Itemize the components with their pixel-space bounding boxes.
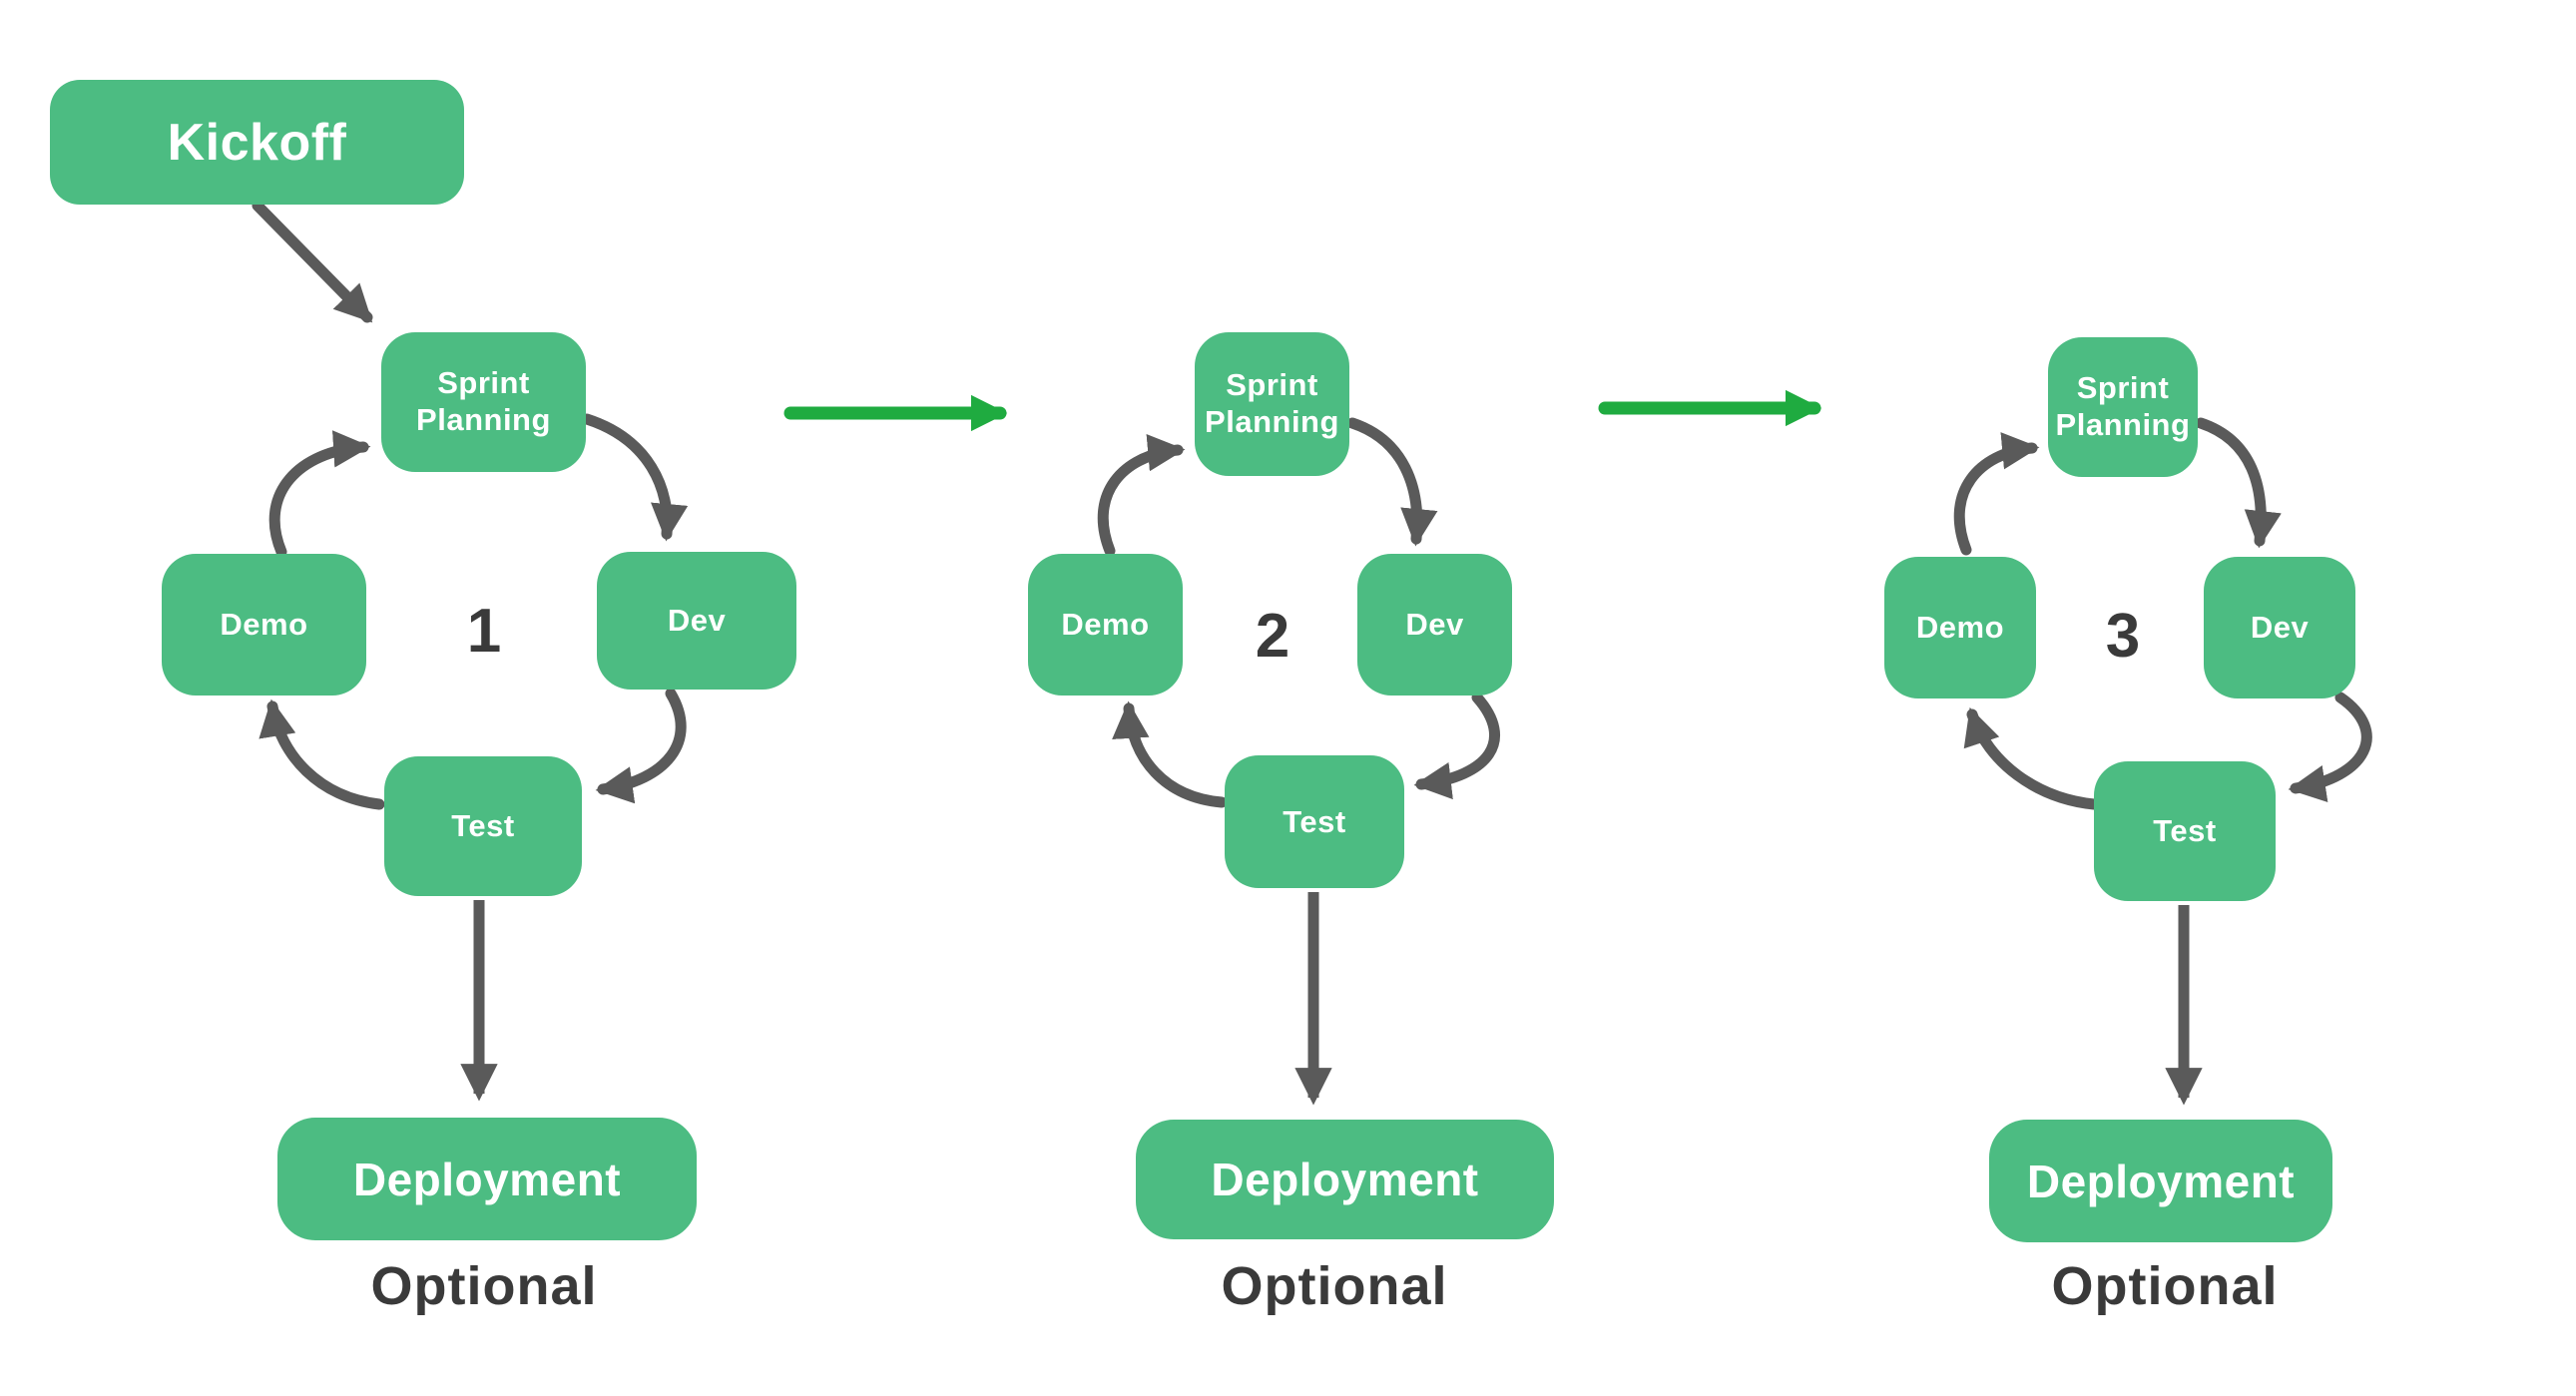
arc-demo-to-sprint-3: [1953, 432, 2040, 556]
sprint-planning-label-2: Sprint Planning: [1205, 367, 1339, 439]
sprint-planning-label-3: Sprint Planning: [2055, 370, 2191, 442]
demo-label-2: Demo: [1061, 607, 1150, 642]
arc-dev-to-test-1: [595, 688, 687, 804]
demo-box-2: Demo: [1028, 554, 1183, 696]
cycle-number-2: 2: [1255, 602, 1290, 671]
cycle-number-1: 1: [466, 597, 502, 666]
test-box-1: Test: [384, 756, 582, 896]
demo-label-1: Demo: [220, 607, 308, 642]
kickoff-to-sprint-arrow: [252, 200, 373, 323]
sprint-planning-box-2: Sprint Planning: [1195, 332, 1349, 476]
sprint-planning-box-1: Sprint Planning: [381, 332, 586, 472]
arc-sprint-to-dev-1: [581, 413, 689, 542]
deployment-label-3: Deployment: [2026, 1155, 2296, 1207]
deployment-label-2: Deployment: [1211, 1154, 1479, 1205]
dev-box-2: Dev: [1357, 554, 1512, 696]
kickoff-label: Kickoff: [167, 113, 347, 172]
deployment-label-1: Deployment: [352, 1153, 622, 1205]
deployment-box-3: Deployment: [1989, 1120, 2332, 1242]
arc-test-to-demo-3: [1963, 706, 2100, 810]
cycle-number-3: 3: [2105, 602, 2141, 671]
arc-demo-to-sprint-2: [1097, 434, 1186, 557]
arc-test-to-demo-1: [258, 698, 385, 810]
arc-demo-to-sprint-1: [268, 430, 371, 558]
test-label-2: Test: [1283, 803, 1346, 839]
arc-sprint-to-dev-2: [1346, 417, 1438, 547]
test-box-2: Test: [1225, 755, 1404, 888]
demo-label-3: Demo: [1915, 610, 2005, 645]
dev-box-1: Dev: [597, 552, 796, 690]
optional-label-3: Optional: [2051, 1256, 2279, 1316]
arc-dev-to-test-3: [2288, 692, 2372, 802]
sprint-planning-label-1: Sprint Planning: [416, 365, 551, 437]
optional-label-1: Optional: [370, 1256, 598, 1316]
optional-label-2: Optional: [1221, 1256, 1448, 1316]
test-label-3: Test: [2153, 813, 2217, 848]
dev-box-3: Dev: [2204, 557, 2355, 698]
dev-label-3: Dev: [2250, 610, 2310, 645]
arc-test-to-demo-2: [1112, 700, 1228, 808]
deployment-box-1: Deployment: [277, 1118, 697, 1240]
dev-label-1: Dev: [667, 603, 727, 638]
dev-label-2: Dev: [1405, 607, 1464, 642]
demo-box-1: Demo: [162, 554, 366, 696]
sprint-planning-box-3: Sprint Planning: [2048, 337, 2198, 477]
arc-sprint-to-dev-3: [2195, 417, 2282, 549]
kickoff-box: Kickoff: [50, 80, 464, 205]
test-box-3: Test: [2094, 761, 2276, 901]
deployment-box-2: Deployment: [1136, 1120, 1554, 1239]
arc-dev-to-test-2: [1413, 692, 1500, 800]
demo-box-3: Demo: [1884, 557, 2036, 698]
test-label-1: Test: [451, 808, 515, 843]
